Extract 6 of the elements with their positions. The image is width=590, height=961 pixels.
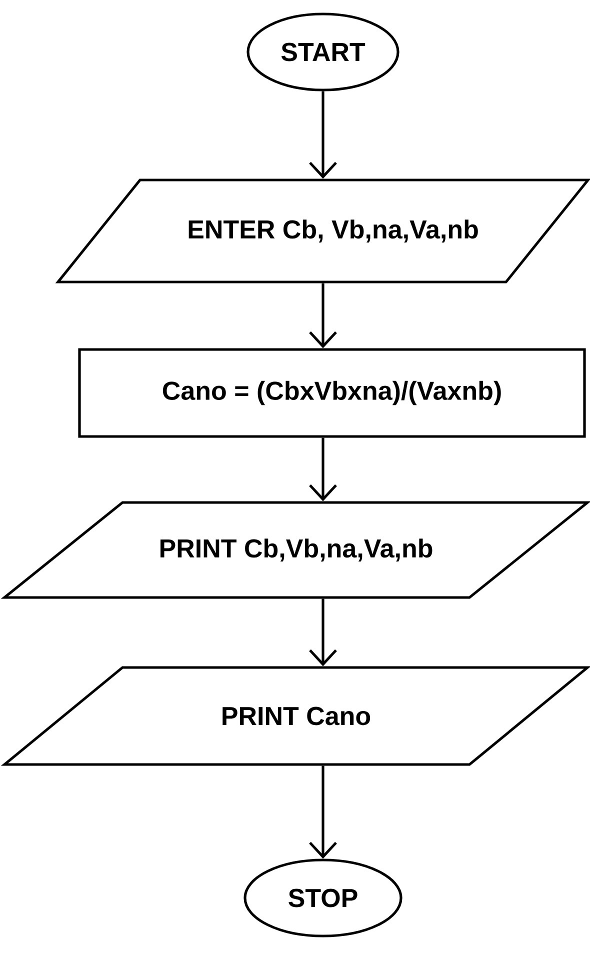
arrow [309, 283, 337, 348]
arrow [309, 766, 337, 859]
arrow [309, 438, 337, 502]
process-box: Cano = (CbxVbxna)/(Vaxnb) [78, 348, 586, 438]
arrow [309, 91, 337, 179]
arrow [309, 598, 337, 666]
